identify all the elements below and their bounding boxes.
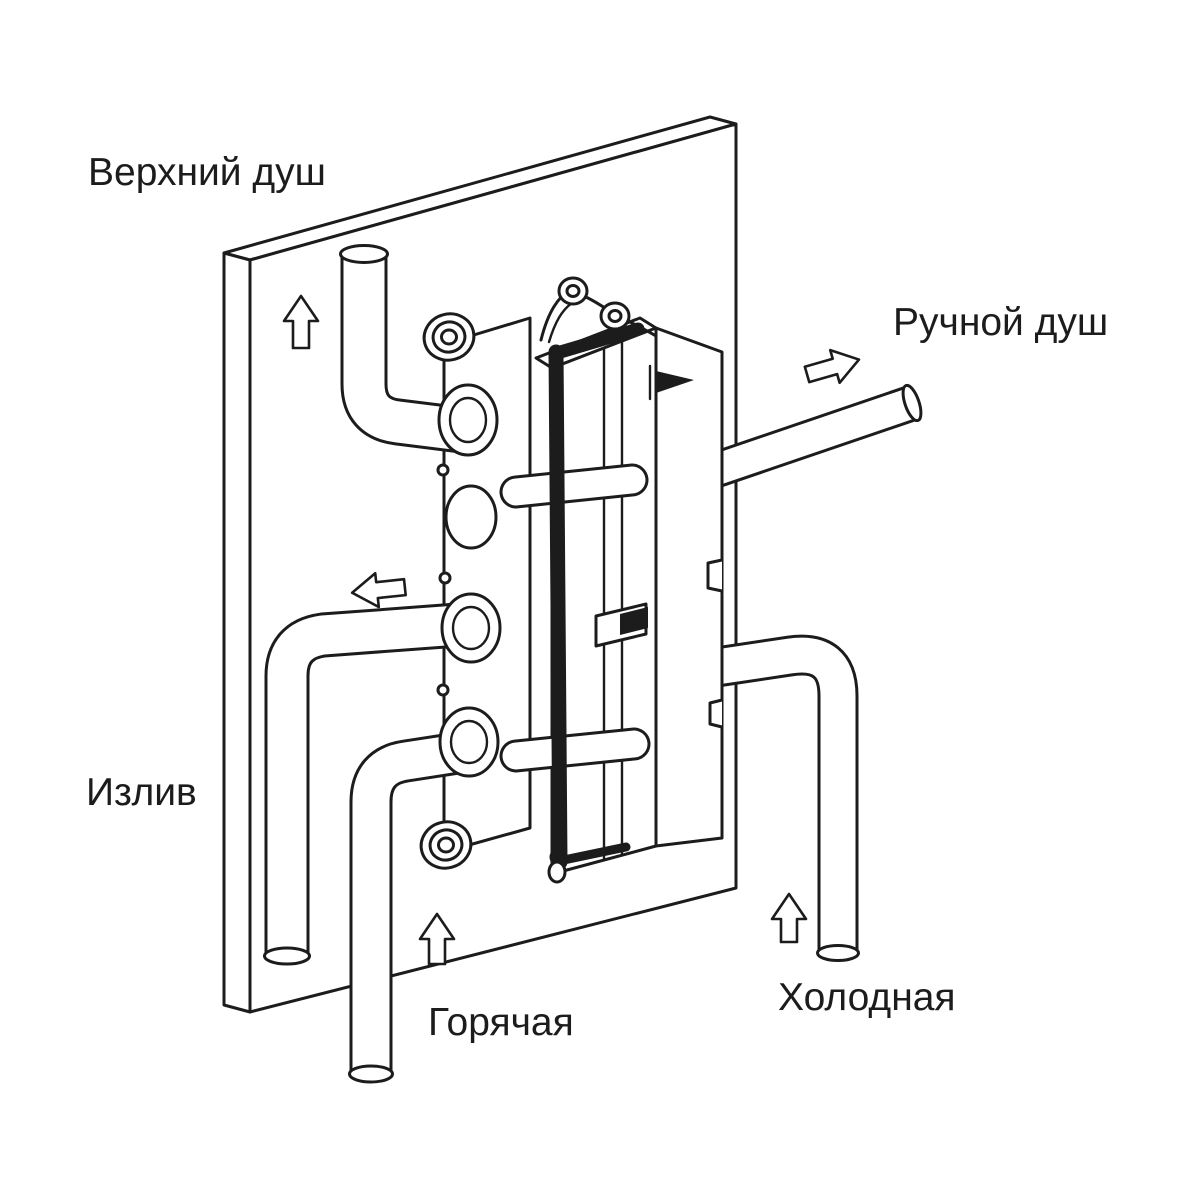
hot-label: Горячая (428, 1001, 574, 1044)
stub-fill (502, 730, 648, 770)
top-shower-label: Верхний душ (88, 151, 326, 194)
box-edge-notch (706, 558, 723, 593)
pipe-end-cap (263, 946, 311, 966)
hand-shower-arrow-icon (803, 348, 861, 385)
plate-edge-tab (436, 683, 450, 697)
ear-hole (437, 836, 455, 854)
port-top-collar (448, 396, 488, 444)
side-stub-upper (499, 463, 649, 509)
bracket-bolt-hole (565, 284, 581, 298)
cartridge-clip-latch (620, 607, 648, 635)
pipe-fill (352, 734, 461, 1074)
strap-bottom-loop (547, 860, 567, 884)
strap-top-bend (550, 322, 645, 360)
plate-edge-tab (438, 571, 452, 585)
stub-fill (502, 466, 646, 506)
bracket-right-arm (626, 319, 658, 338)
cold-label: Холодная (778, 976, 956, 1019)
pipe-end-cap (816, 944, 860, 962)
spout-arrow-icon (350, 571, 407, 609)
pipe-end-cap (348, 1064, 394, 1084)
port-blank-opening (444, 484, 498, 550)
plate-ports (437, 383, 502, 778)
indicator-flag-icon (656, 371, 694, 393)
top-shower-pipe (339, 244, 465, 454)
strap-bottom-bend (554, 842, 631, 866)
port-middle-collar (451, 605, 491, 651)
pipe-fill (707, 637, 856, 953)
labels: Верхний душ Ручной душ Излив Горячая Хол… (86, 151, 1108, 1044)
spout-pipe (263, 602, 460, 966)
mounting-ear-top (422, 312, 476, 362)
top-bracket (539, 276, 658, 344)
cold-arrow-icon (770, 892, 808, 944)
pipe-fill (686, 388, 918, 493)
flow-arrows (282, 294, 861, 966)
port-bottom-flange (438, 706, 500, 778)
hot-supply-pipe (348, 731, 462, 1084)
retaining-strap (547, 322, 645, 884)
bracket-bolt-hole (607, 309, 623, 323)
pipe-end-cap (901, 383, 923, 423)
pipe-fill (267, 605, 460, 956)
plate-edge-tab (436, 463, 450, 477)
ear-hole (440, 328, 458, 346)
port-bottom-collar (449, 719, 489, 765)
port-middle-flange (440, 592, 502, 664)
hand-shower-pipe (686, 383, 923, 496)
strap-vertical (548, 344, 568, 870)
hand-shower-label: Ручной душ (893, 301, 1108, 344)
cold-supply-pipe (706, 634, 860, 962)
top-shower-arrow-icon (282, 294, 320, 350)
box-side-face (654, 326, 724, 848)
side-stub-lower (499, 727, 651, 773)
panel-side-face (222, 251, 252, 1014)
port-top-flange (437, 383, 499, 457)
pipe-end-cap (339, 244, 389, 264)
pipe-fill (343, 254, 465, 451)
hot-arrow-icon (418, 912, 456, 966)
mounting-ear-bottom (419, 820, 473, 870)
box-edge-notch (708, 698, 723, 729)
spout-label: Излив (86, 771, 197, 814)
